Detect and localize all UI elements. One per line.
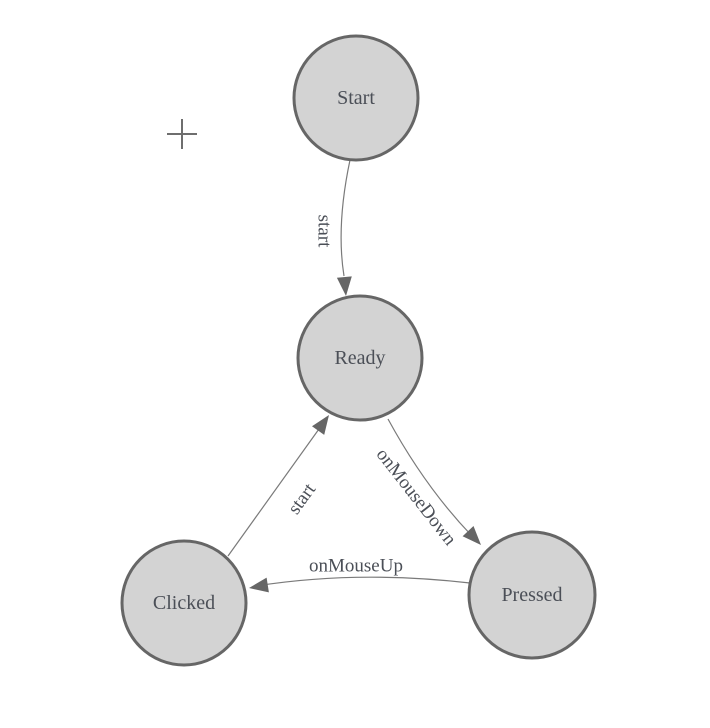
edge-label: start [284, 479, 321, 518]
node-start[interactable] [292, 34, 420, 162]
node-clicked-label: Clicked [153, 592, 215, 614]
node-pressed-label: Pressed [501, 584, 562, 606]
edge-start-to-ready-arrowhead-icon [336, 276, 352, 296]
edge-label: start [314, 215, 335, 248]
edge-ready-to-pressed[interactable] [387, 418, 473, 537]
edge-pressed-to-clicked[interactable] [255, 576, 471, 587]
edge-ready-to-pressed-arrowhead-icon [462, 526, 481, 545]
edge-clicked-to-ready-arrowhead-icon [312, 415, 329, 435]
node-start-label: Start [337, 87, 375, 109]
edge-label: onMouseUp [309, 556, 403, 577]
edge-label: onMouseDown [372, 444, 461, 550]
node-ready-label: Ready [334, 347, 385, 369]
edge-clicked-to-ready[interactable] [227, 421, 325, 557]
node-pressed[interactable] [467, 530, 597, 660]
node-ready[interactable] [296, 294, 424, 422]
edge-start-to-ready[interactable] [340, 159, 351, 277]
node-clicked[interactable] [120, 539, 248, 667]
edge-pressed-to-clicked-arrowhead-icon [249, 577, 269, 593]
